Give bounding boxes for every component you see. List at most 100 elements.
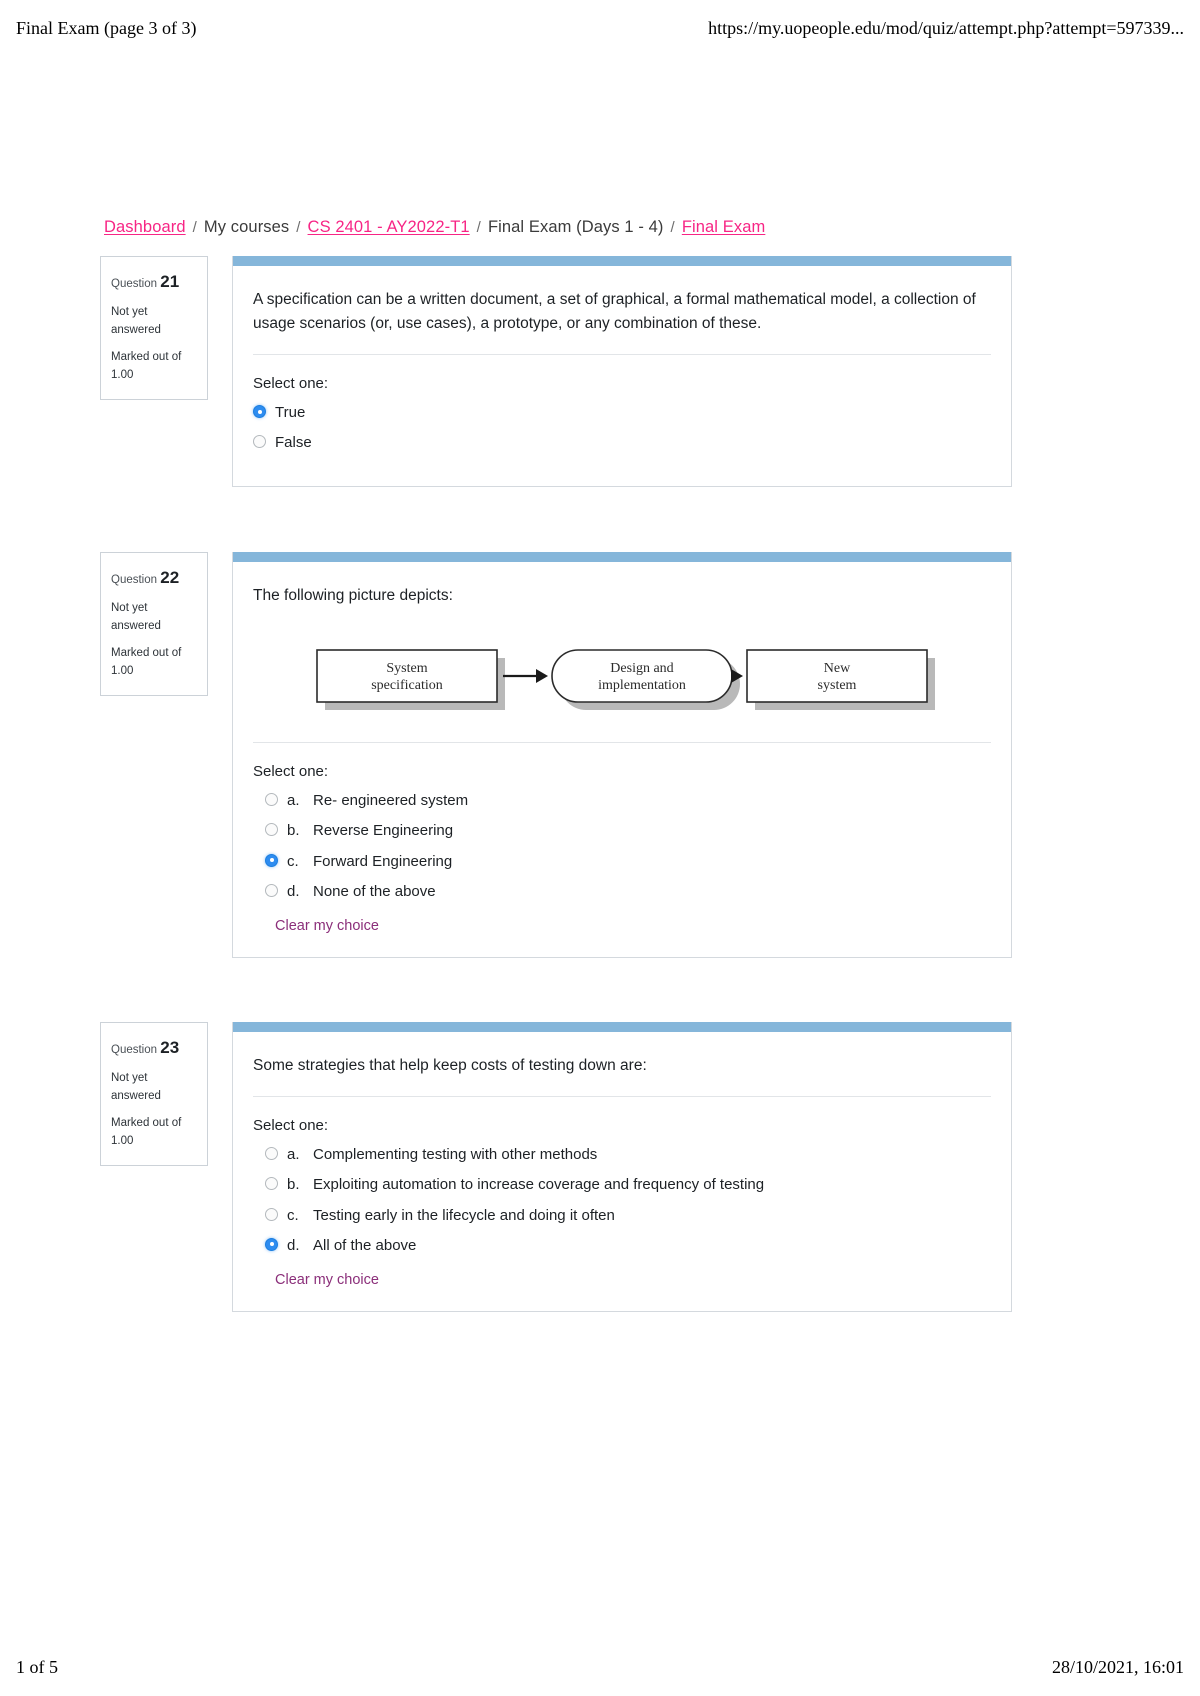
breadcrumb-item-my-courses: My courses — [203, 218, 290, 236]
question-number-label: Question — [111, 278, 161, 290]
answer-option-text: Testing early in the lifecycle and doing… — [313, 1206, 615, 1224]
radio-button-icon[interactable] — [253, 435, 266, 449]
diagram-arrow-head — [731, 669, 743, 684]
answer-option-letter: c. — [287, 1206, 299, 1224]
answer-option[interactable]: False — [253, 433, 991, 453]
question-number: Question 23 — [111, 1035, 197, 1061]
print-footer-timestamp: 28/10/2021, 16:01 — [1051, 1657, 1184, 1677]
select-one-label: Select one: — [253, 763, 329, 781]
diagram-node-3 — [746, 649, 928, 703]
question-accent-bar — [233, 1022, 1011, 1032]
answer-option-letter: b. — [287, 822, 300, 840]
breadcrumb-item-final-exam[interactable]: Final Exam — [681, 218, 766, 236]
question-state: Not yet answered — [111, 306, 161, 337]
print-header-url: https://my.uopeople.edu/mod/quiz/attempt… — [708, 18, 1184, 38]
answer-option-text: False — [275, 434, 312, 452]
question-divider — [253, 742, 991, 744]
radio-button-icon[interactable] — [265, 1147, 278, 1161]
answer-option[interactable]: d. None of the above — [253, 882, 991, 902]
answer-option[interactable]: b. Reverse Engineering — [253, 821, 991, 841]
print-footer: 1 of 5 28/10/2021, 16:01 — [0, 1657, 1200, 1678]
diagram-node-1 — [316, 649, 498, 703]
breadcrumb-item-dashboard[interactable]: Dashboard — [104, 218, 186, 236]
answer-option-letter: d. — [287, 882, 300, 900]
question-marked-out-of: Marked out of 1.00 — [111, 350, 182, 381]
answer-option-text: Re- engineered system — [313, 792, 469, 810]
radio-button-icon-selected[interactable] — [265, 853, 278, 867]
diagram-node-label: implementation — [598, 678, 686, 693]
question-card-inner: A specification can be a written documen… — [233, 266, 1011, 486]
question-figure: System specification Design and implementat… — [253, 634, 991, 734]
answer-option-letter: d. — [287, 1236, 300, 1254]
print-header: Final Exam (page 3 of 3) https://my.uope… — [0, 18, 1200, 39]
question-card-inner: The following picture depicts: System spec… — [233, 562, 1011, 957]
question-number: Question 21 — [111, 269, 197, 295]
answer-option-text: Reverse Engineering — [313, 822, 454, 840]
diagram-arrow-head — [536, 669, 548, 684]
answer-options: a. Complementing testing with other metho… — [253, 1145, 991, 1256]
breadcrumb-item-cs-2401-ay2022-t1[interactable]: CS 2401 - AY2022-T1 — [307, 218, 470, 236]
diagram-node-label: Design and — [610, 661, 673, 676]
question-number-value: 21 — [160, 272, 180, 291]
answer-option[interactable]: a. Re- engineered system — [253, 791, 991, 811]
question-card-23: Some strategies that help keep costs of … — [232, 1022, 1012, 1313]
question-state: Not yet answered — [111, 602, 161, 633]
breadcrumb: Dashboard/My courses/CS 2401 - AY2022-T1… — [104, 218, 765, 237]
diagram-node-label: System — [386, 661, 427, 676]
question-marked-out-of: Marked out of 1.00 — [111, 646, 182, 677]
answer-option[interactable]: b.Exploiting automation to increase cove… — [253, 1175, 991, 1195]
question-card-21: A specification can be a written documen… — [232, 256, 1012, 487]
answer-options: a. Re- engineered system b. Reverse Enginee… — [253, 791, 991, 902]
answer-option[interactable]: c. Forward Engineering — [253, 852, 991, 872]
diagram-node-2 — [551, 649, 733, 703]
question-accent-bar — [233, 256, 1011, 266]
page-content: Dashboard/My courses/CS 2401 - AY2022-T1… — [0, 60, 1200, 1636]
forward-engineering-diagram: System specification Design and implementat… — [316, 649, 935, 711]
answer-option-text: Forward Engineering — [313, 852, 453, 870]
answer-option-text: Complementing testing with other methods — [313, 1146, 598, 1164]
question-divider — [253, 354, 991, 356]
answer-option[interactable]: True — [253, 403, 991, 423]
radio-button-icon[interactable] — [265, 1177, 278, 1191]
clear-my-choice-link[interactable]: Clear my choice — [275, 1272, 379, 1289]
select-one-label: Select one: — [253, 375, 329, 393]
answer-option-text: All of the above — [313, 1236, 417, 1254]
answer-option-text: None of the above — [313, 882, 436, 900]
radio-button-icon[interactable] — [265, 823, 278, 837]
answer-option-letter: a. — [287, 792, 300, 810]
question-number-label: Question — [111, 574, 161, 586]
radio-button-icon[interactable] — [265, 883, 278, 897]
answer-option[interactable]: a. Complementing testing with other metho… — [253, 1145, 991, 1165]
question-accent-bar — [233, 552, 1011, 562]
diagram-node-label: specification — [371, 678, 443, 693]
diagram-node-label: system — [818, 678, 857, 693]
answer-option[interactable]: d. All of the above — [253, 1236, 991, 1256]
question-marked-out-of: Marked out of 1.00 — [111, 1116, 182, 1147]
radio-button-icon-selected[interactable] — [253, 405, 266, 419]
answer-option-letter: b. — [287, 1176, 300, 1194]
question-number-label: Question — [111, 1044, 161, 1056]
radio-button-icon[interactable] — [265, 1207, 278, 1221]
diagram-node-label: New — [824, 661, 851, 676]
question-divider — [253, 1096, 991, 1098]
print-header-title: Final Exam (page 3 of 3) — [16, 18, 197, 38]
answer-option-letter: a. — [287, 1146, 300, 1164]
question-text: The following picture depicts: — [253, 587, 453, 604]
breadcrumb-separator: / — [670, 219, 675, 236]
question-text: Some strategies that help keep costs of … — [253, 1057, 647, 1074]
answer-option-text: True — [275, 404, 306, 422]
question-number: Question 22 — [111, 565, 197, 591]
radio-button-icon-selected[interactable] — [265, 1237, 278, 1251]
question-card-inner: Some strategies that help keep costs of … — [233, 1032, 1011, 1311]
radio-button-icon[interactable] — [265, 793, 278, 807]
question-number-value: 22 — [160, 568, 180, 587]
select-one-label: Select one: — [253, 1117, 329, 1135]
answer-option[interactable]: c. Testing early in the lifecycle and doi… — [253, 1206, 991, 1226]
breadcrumb-item-final-exam-days-1-4: Final Exam (Days 1 - 4) — [487, 218, 664, 236]
clear-my-choice-link[interactable]: Clear my choice — [275, 918, 379, 935]
answer-option-letter: c. — [287, 852, 299, 870]
